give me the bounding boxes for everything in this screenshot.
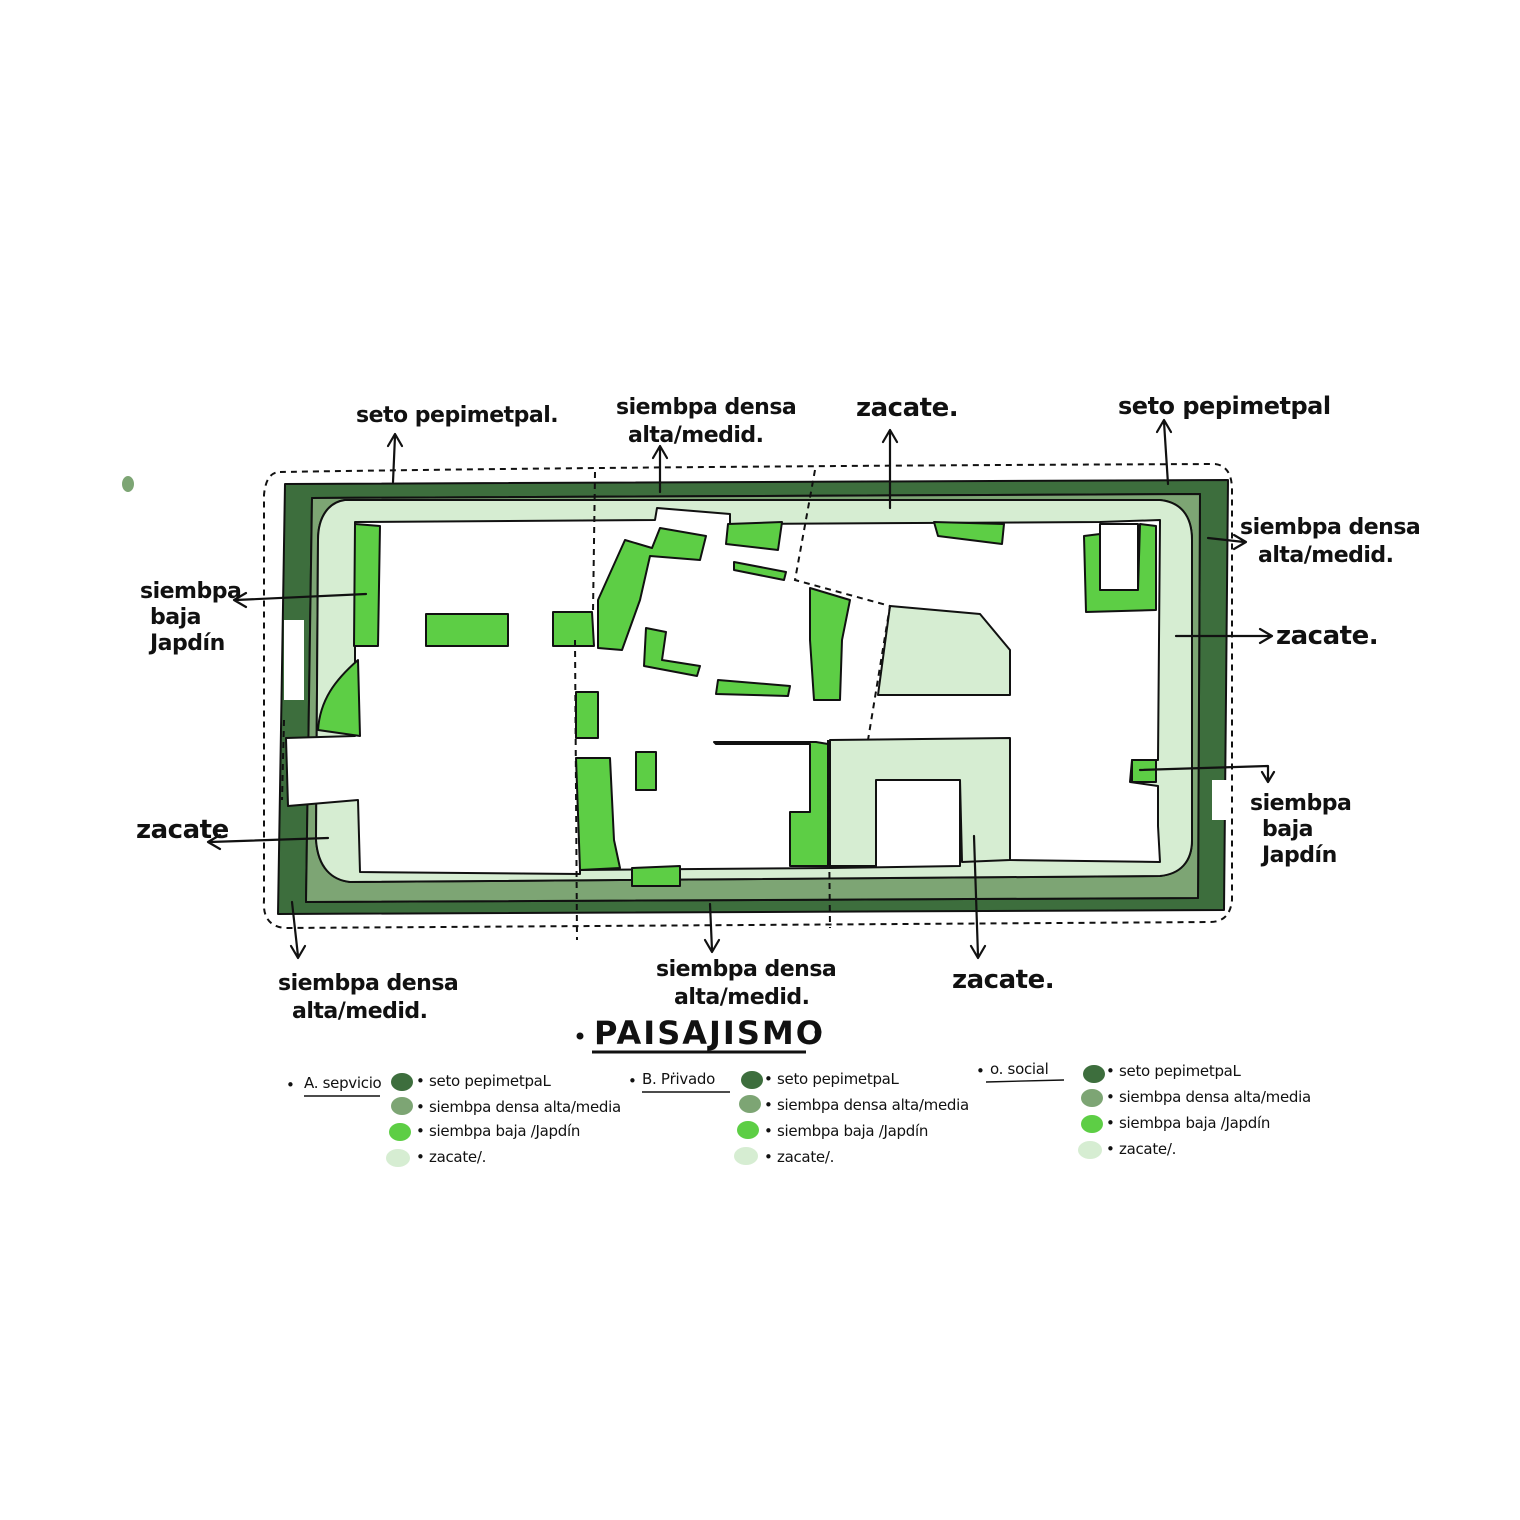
- garden-block: [715, 679, 791, 697]
- legend-bullet: •: [286, 1076, 295, 1094]
- legend-bullet: •: [976, 1062, 985, 1080]
- arrow: [1174, 627, 1274, 645]
- arrow: [206, 833, 330, 851]
- annotation-top-mid-siembra: siembpa densa alta/medid.: [616, 395, 803, 448]
- site-plan: [206, 418, 1276, 960]
- zacate-block: [829, 737, 1011, 867]
- swatch-seto: [741, 1071, 763, 1089]
- swatch-seto: [391, 1073, 413, 1091]
- garden-block: [713, 741, 829, 867]
- stray-dot: [122, 476, 134, 492]
- arrow: [651, 444, 669, 494]
- arrow: [386, 432, 404, 484]
- swatch-siembra-baja: [1081, 1115, 1103, 1133]
- legend: • A. sepvicio • seto pepimetpaL • siembp…: [286, 1060, 1311, 1167]
- garden-block: [733, 561, 787, 581]
- zone-division: [281, 719, 285, 801]
- arrow: [1155, 418, 1173, 486]
- swatch-siembra-baja: [737, 1121, 759, 1139]
- annotations: seto pepimetpal. siembpa densa alta/medi…: [136, 392, 1427, 1024]
- title-bullet-left: [576, 1032, 584, 1040]
- garden-block: [725, 521, 783, 551]
- left-opening: [284, 620, 304, 700]
- garden-block: [425, 613, 509, 647]
- legend-bullet: •: [628, 1072, 637, 1090]
- garden-block: [597, 527, 707, 651]
- legend-area-underline: [985, 1079, 1065, 1083]
- annotation-left-siembra-baja: siembpa baja Japdín: [140, 579, 249, 656]
- legend-item: • siembpa densa alta/media: [416, 1098, 621, 1116]
- arrow: [1138, 764, 1276, 784]
- annotation-right-siembra-baja: siembpa baja Japdín: [1250, 791, 1359, 868]
- annotation-top-left-seto: seto pepimetpal.: [356, 403, 558, 428]
- garden-block: [575, 757, 621, 871]
- garden-blocks: [317, 521, 1157, 887]
- swatch-siembra-densa: [391, 1097, 413, 1115]
- swatch-zacate: [1078, 1141, 1102, 1159]
- garden-block: [353, 523, 381, 647]
- annotation-bottom-left-siembra: siembpa densa alta/medid.: [278, 971, 465, 1024]
- swatch-zacate: [386, 1149, 410, 1167]
- legend-item: • seto pepimetpaL: [764, 1070, 900, 1088]
- garden-block: [552, 611, 595, 647]
- legend-item: • seto pepimetpaL: [416, 1072, 552, 1090]
- garden-block: [317, 659, 361, 737]
- arrow: [969, 834, 987, 960]
- garden-block: [1131, 759, 1157, 783]
- leader-arrows: [206, 418, 1276, 960]
- legend-item: • zacate/.: [416, 1148, 486, 1166]
- legend-column-c: • o. social • seto pepimetpaL • siembpa …: [976, 1060, 1311, 1159]
- annotation-top-zacate: zacate.: [856, 393, 958, 423]
- swatch-seto: [1083, 1065, 1105, 1083]
- zone-division: [592, 471, 596, 613]
- legend-column-a: • A. sepvicio • seto pepimetpaL • siembp…: [286, 1072, 621, 1167]
- legend-item: • zacate/.: [764, 1148, 834, 1166]
- dashed-site-boundary: [262, 462, 1233, 930]
- garden-block: [643, 627, 701, 677]
- garden-block: [635, 751, 657, 791]
- zone-division: [793, 469, 892, 741]
- garden-block: [575, 691, 599, 739]
- arrow: [232, 591, 368, 609]
- legend-item: • siembpa baja /Japdín: [416, 1122, 580, 1140]
- arrow: [703, 902, 721, 954]
- annotation-left-zacate: zacate: [136, 815, 229, 845]
- legend-item: • siembpa baja /Japdín: [764, 1122, 928, 1140]
- legend-column-b: • B. Pṙivado • seto pepimetpaL • siembpa…: [628, 1070, 969, 1166]
- garden-block: [933, 521, 1005, 545]
- diagram-title: PAISAJISMO: [594, 1014, 825, 1052]
- arrow: [1206, 533, 1248, 551]
- swatch-siembra-densa: [1081, 1089, 1103, 1107]
- title-block: PAISAJISMO: [576, 1014, 825, 1054]
- legend-area-label: o. social: [990, 1060, 1049, 1078]
- garden-block: [1083, 523, 1157, 613]
- arrow: [289, 900, 307, 960]
- legend-item: • siembpa densa alta/media: [764, 1096, 969, 1114]
- legend-item: • siembpa baja /Japdín: [1106, 1114, 1270, 1132]
- zacate-block: [877, 605, 1011, 696]
- annotation-bottom-mid-siembra: siembpa densa alta/medid.: [656, 957, 843, 1010]
- swatch-siembra-baja: [389, 1123, 411, 1141]
- swatch-zacate: [734, 1147, 758, 1165]
- title-bullet-right: [814, 1028, 822, 1036]
- annotation-right-zacate: zacate.: [1276, 621, 1378, 651]
- swatch-siembra-densa: [739, 1095, 761, 1113]
- legend-area-label: B. Pṙivado: [642, 1070, 715, 1088]
- annotation-top-right-seto: seto pepimetpal: [1118, 392, 1331, 420]
- zone-division: [827, 739, 831, 929]
- legend-area-label: A. sepvicio: [304, 1074, 382, 1092]
- courtyard-opening: [1099, 523, 1139, 591]
- garden-block: [809, 587, 851, 701]
- legend-item: • seto pepimetpaL: [1106, 1062, 1242, 1080]
- garden-block: [631, 865, 681, 887]
- annotation-bottom-zacate: zacate.: [952, 965, 1054, 995]
- legend-item: • zacate/.: [1106, 1140, 1176, 1158]
- annotation-right-siembra: siembpa densa alta/medid.: [1240, 515, 1427, 568]
- legend-item: • siembpa densa alta/media: [1106, 1088, 1311, 1106]
- right-opening: [1212, 780, 1230, 820]
- arrow: [881, 428, 899, 510]
